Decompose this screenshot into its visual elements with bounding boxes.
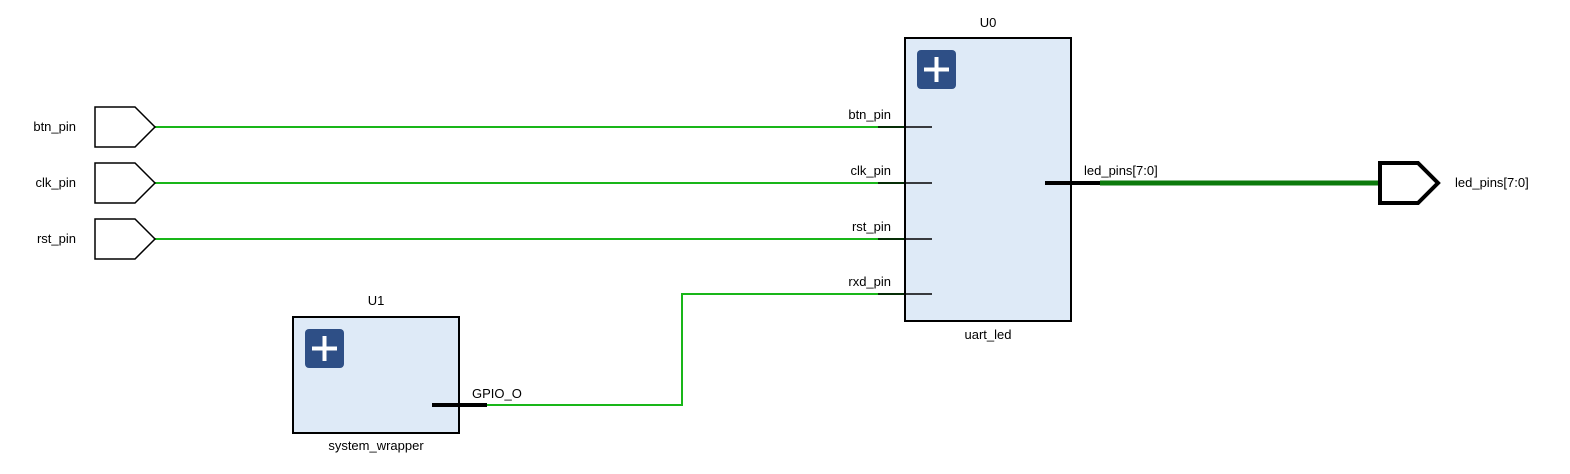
input-port-shape	[94, 218, 157, 260]
pin-label-rxd: rxd_pin	[848, 274, 891, 289]
pin-label-btn: btn_pin	[848, 107, 891, 122]
input-port-label: btn_pin	[33, 119, 76, 134]
block-body[interactable]	[292, 316, 460, 434]
input-port-label: rst_pin	[37, 231, 76, 246]
input-port-clk[interactable]: clk_pin	[36, 162, 157, 204]
block-module-name: uart_led	[965, 327, 1012, 342]
block-instance-name: U1	[368, 293, 385, 308]
pin-label-gpio-o: GPIO_O	[472, 386, 522, 401]
pin-label-rst: rst_pin	[852, 219, 891, 234]
block-u1[interactable]: U1 system_wrapper GPIO_O	[292, 293, 522, 453]
input-port-shape	[94, 162, 157, 204]
block-u0[interactable]: U0 uart_led btn_pin clk_pin rst_pin rxd_…	[848, 15, 1157, 342]
output-port-shape	[1378, 161, 1441, 205]
output-port-led-pins[interactable]: led_pins[7:0]	[1378, 161, 1529, 205]
input-port-shape	[94, 106, 157, 148]
pin-label-clk: clk_pin	[851, 163, 891, 178]
plus-icon[interactable]	[305, 329, 344, 368]
output-port-label: led_pins[7:0]	[1455, 175, 1529, 190]
wire-rxd[interactable]	[487, 293, 905, 406]
block-instance-name: U0	[980, 15, 997, 30]
input-port-label: clk_pin	[36, 175, 76, 190]
input-port-btn[interactable]: btn_pin	[33, 106, 157, 148]
input-port-rst[interactable]: rst_pin	[37, 218, 157, 260]
block-module-name: system_wrapper	[328, 438, 424, 453]
pin-label-led-pins: led_pins[7:0]	[1084, 163, 1158, 178]
plus-icon[interactable]	[917, 50, 956, 89]
